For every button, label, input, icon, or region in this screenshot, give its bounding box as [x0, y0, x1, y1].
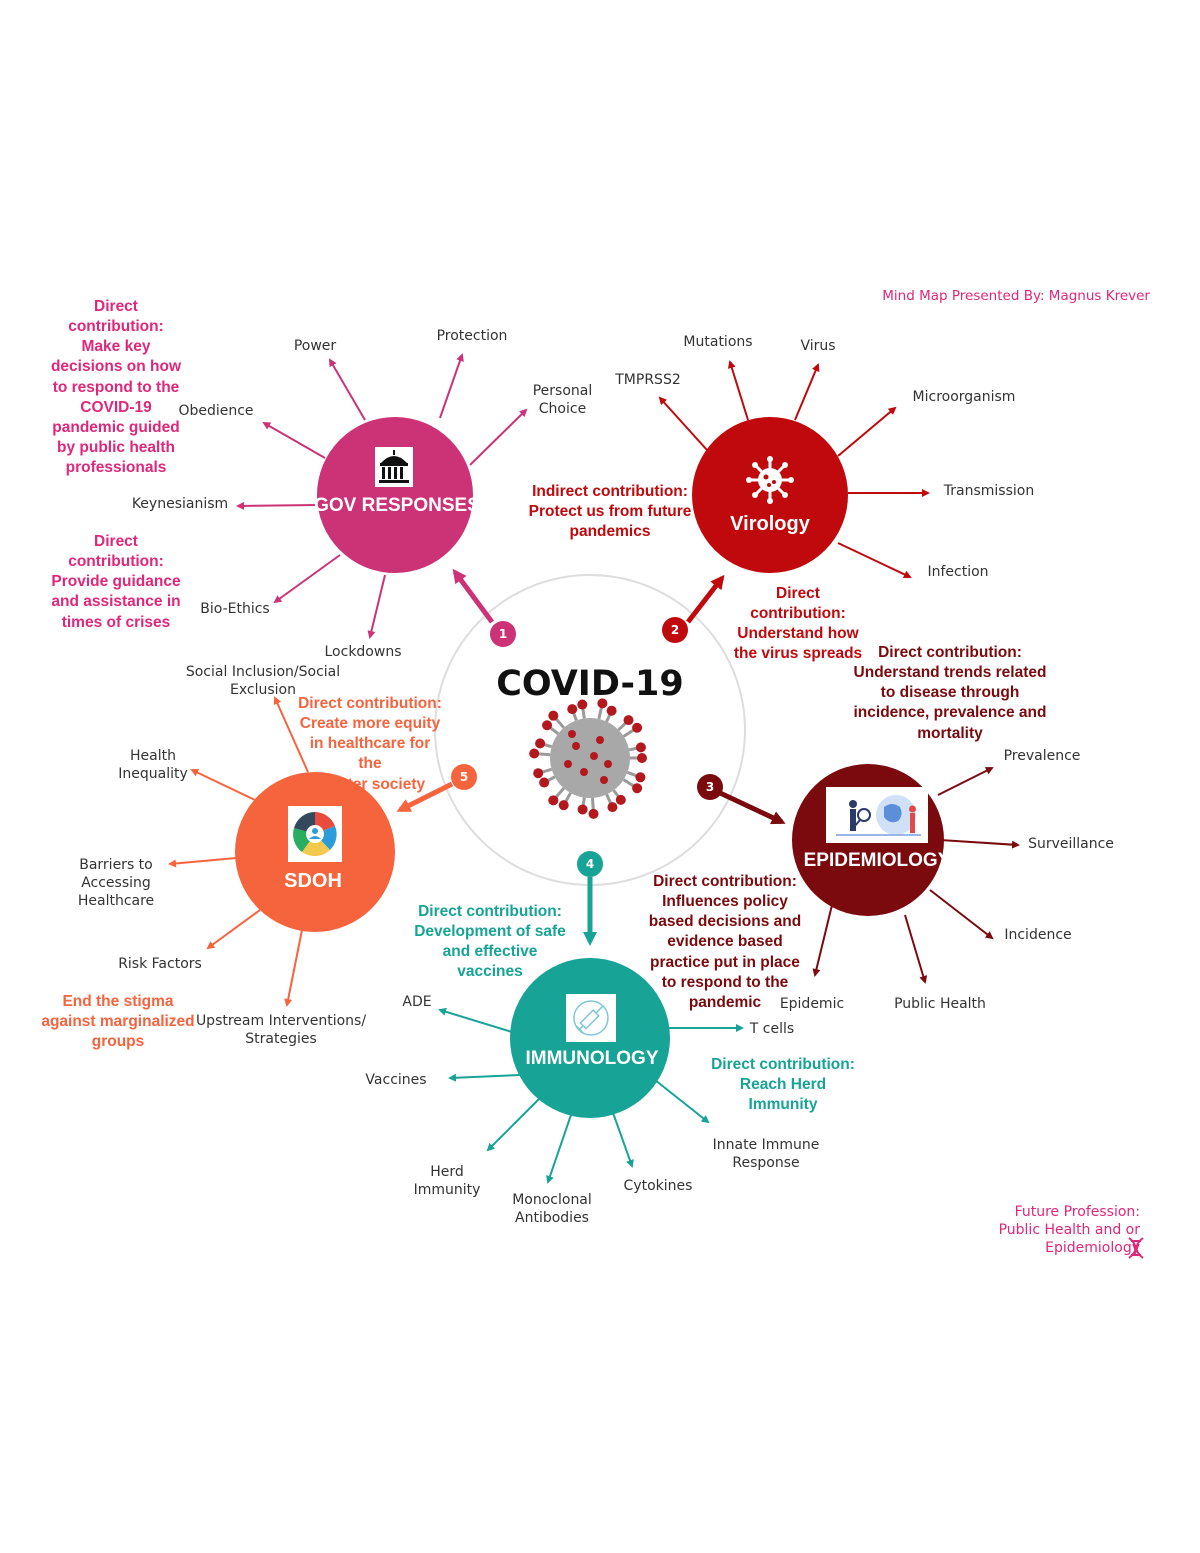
vir-spoke-microorganism [837, 406, 897, 457]
epi-leaf-incidence: Incidence [1004, 927, 1072, 943]
gov-contribution-decisions: Direct contribution: Make key decisions … [50, 298, 182, 477]
epi-leaf-epidemic: Epidemic [779, 996, 845, 1012]
gov-leaf-personal-choice: Personal Choice [532, 383, 593, 418]
imm-contribution-vaccines: Direct contribution: Development of safe… [414, 903, 566, 981]
imm-leaf-cytokines: Cytokines [623, 1178, 693, 1194]
sdoh-leaf-upstream: Upstream Interventions/ Strategies [195, 1013, 367, 1048]
gov-leaf-keynesianism: Keynesianism [131, 496, 229, 512]
gov-leaf-protection: Protection [436, 328, 508, 344]
gov-contribution-guidance: Direct contribution: Provide guidance an… [51, 533, 181, 631]
gov-spoke-choice [469, 408, 528, 466]
vir-main-arrow [686, 574, 725, 624]
sdoh-leaf-inclusion: Social Inclusion/Social Exclusion [185, 664, 341, 699]
epi-leaf-surveillance: Surveillance [1028, 836, 1114, 852]
epi-spoke-prevalence [937, 767, 994, 796]
imm-leaf-ade: ADE [402, 994, 432, 1010]
imm-spoke-cytokines [611, 1109, 634, 1168]
imm-spoke-ade [438, 1007, 513, 1033]
epi-contribution-policy: Direct contribution: Influences policy b… [648, 873, 802, 1011]
sdoh-spoke-barriers [168, 857, 237, 868]
gov-spoke-bioethics [273, 554, 341, 604]
sdoh-spoke-risk [206, 909, 261, 950]
gov-leaf-power: Power [293, 338, 337, 354]
gov-leaf-bioethics: Bio-Ethics [200, 601, 270, 617]
sdoh-spoke-inclusion [273, 696, 309, 773]
gov-spoke-protection [439, 353, 464, 419]
vir-leaf-virus: Virus [800, 338, 836, 354]
social-determinants-icon [288, 806, 342, 862]
presenter-credit: Mind Map Presented By: Magnus Krever [882, 288, 1150, 304]
epidemiology-hub-title[interactable]: EPIDEMIOLOGY [803, 850, 951, 871]
sdoh-main-arrow [396, 781, 454, 813]
epi-spoke-incidence [929, 889, 994, 940]
government-building-icon [375, 447, 413, 487]
imm-leaf-herd: Herd Immunity [413, 1164, 481, 1199]
vir-leaf-transmission: Transmission [943, 483, 1035, 499]
dna-icon [1128, 1237, 1144, 1259]
vir-spoke-tmprss2 [658, 396, 708, 451]
immunology-hub-title[interactable]: IMMUNOLOGY [525, 1048, 659, 1069]
epi-leaf-public-health: Public Health [894, 996, 986, 1012]
epidemiology-research-icon [826, 787, 928, 843]
immunology-badge: 4 [577, 851, 603, 877]
imm-contribution-herd: Direct contribution: Reach Herd Immunity [711, 1056, 855, 1114]
sdoh-contribution-equity: Direct contribution: Create more equity … [298, 695, 442, 793]
imm-spoke-vaccines [448, 1073, 521, 1082]
gov-leaf-obedience: Obedience [178, 403, 254, 419]
future-profession-note: Future Profession: Public Health and or … [998, 1204, 1140, 1257]
gov-main-arrow [452, 568, 495, 624]
sdoh-spoke-upstream [284, 929, 303, 1007]
imm-spoke-herd [486, 1097, 541, 1152]
sdoh-hub-title[interactable]: SDOH [284, 870, 342, 892]
virus-icon [746, 456, 794, 504]
epi-contribution-trends: Direct contribution: Understand trends r… [853, 644, 1047, 742]
imm-leaf-tcells: T cells [749, 1021, 795, 1037]
imm-leaf-innate: Innate Immune Response [712, 1137, 820, 1172]
vir-contribution-indirect: Indirect contribution: Protect us from f… [528, 483, 692, 541]
imm-leaf-vaccines: Vaccines [365, 1072, 427, 1088]
sdoh-contribution-stigma: End the stigma against marginalized grou… [41, 993, 195, 1051]
gov-spoke-obedience [262, 422, 326, 459]
vir-leaf-infection: Infection [927, 564, 989, 580]
epi-leaf-prevalence: Prevalence [1003, 748, 1081, 764]
gov-hub-title[interactable]: GOV RESPONSES [314, 495, 480, 516]
vir-leaf-mutations: Mutations [683, 334, 753, 350]
gov-leaf-lockdowns: Lockdowns [324, 644, 402, 660]
gov-badge: 1 [490, 621, 516, 647]
imm-leaf-monoclonal: Monoclonal Antibodies [512, 1192, 592, 1227]
imm-spoke-innate [654, 1079, 710, 1124]
epi-main-arrow [716, 789, 786, 825]
vir-leaf-tmprss2: TMPRSS2 [615, 372, 681, 388]
sdoh-leaf-barriers: Barriers to Accessing Healthcare [77, 857, 155, 910]
epi-spoke-epidemic [812, 904, 833, 977]
syringe-icon [566, 994, 616, 1042]
virology-hub-title[interactable]: Virology [730, 513, 810, 535]
epi-spoke-publichealth [904, 914, 928, 984]
vir-leaf-microorganism: Microorganism [912, 389, 1016, 405]
vir-spoke-infection [837, 542, 912, 579]
gov-spoke-keynesianism [236, 501, 319, 510]
gov-spoke-power [328, 358, 366, 421]
sdoh-spoke-inequality [190, 768, 256, 801]
gov-spoke-lockdowns [367, 574, 386, 639]
sdoh-leaf-inequality: Health Inequality [118, 748, 188, 783]
coronavirus-illustration [529, 698, 647, 819]
sdoh-badge: 5 [451, 764, 477, 790]
epidemiology-badge: 3 [697, 774, 723, 800]
imm-spoke-monoclonal [546, 1111, 573, 1184]
vir-spoke-mutations [727, 360, 749, 421]
virology-badge: 2 [662, 617, 688, 643]
gov-hub[interactable] [317, 417, 473, 573]
vir-spoke-virus [794, 363, 820, 421]
sdoh-leaf-risk-factors: Risk Factors [118, 956, 202, 972]
epi-spoke-surveillance [939, 839, 1020, 849]
center-title: COVID-19 [496, 664, 684, 704]
vir-contribution-spread: Direct contribution: Understand how the … [733, 585, 863, 663]
